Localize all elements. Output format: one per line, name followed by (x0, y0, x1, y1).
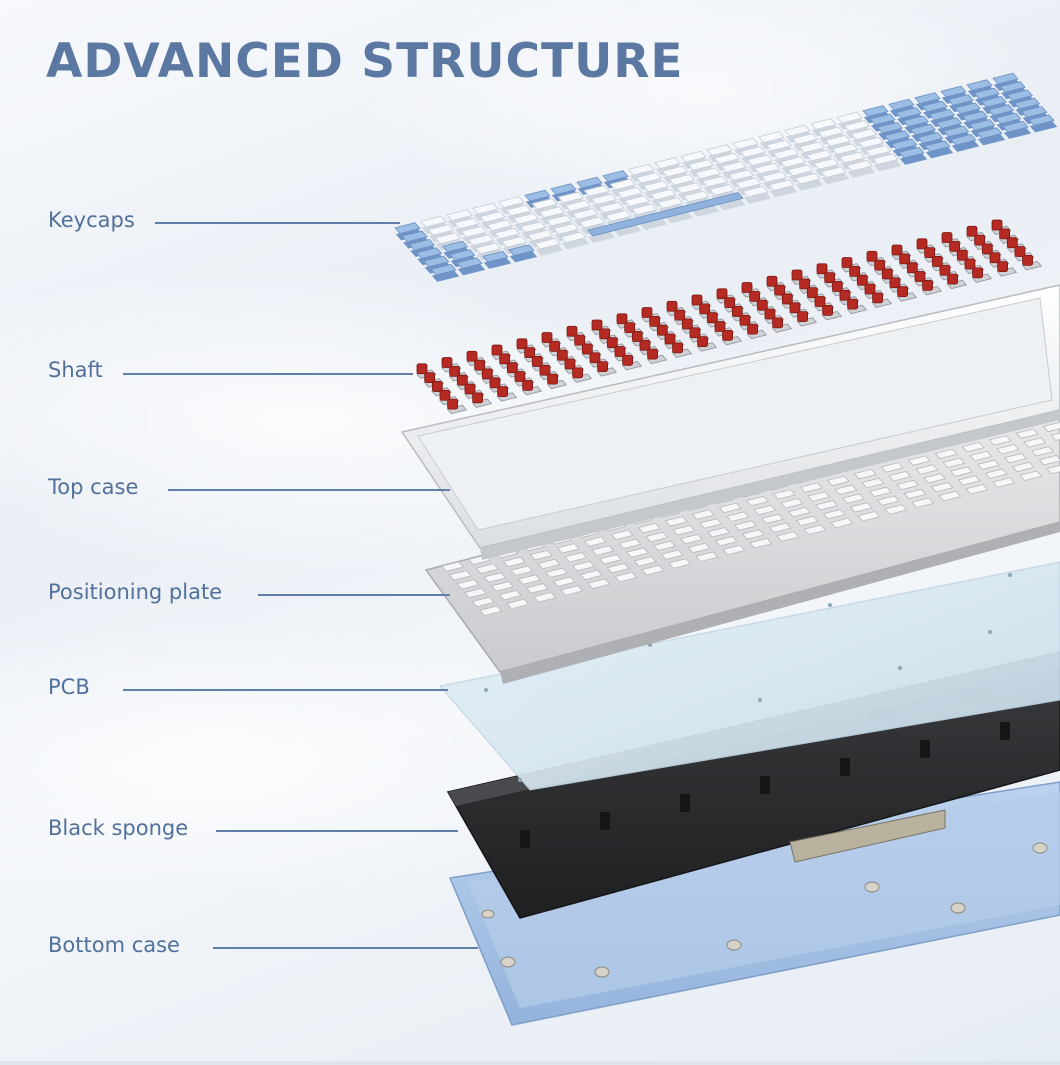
leader-black-sponge (216, 830, 458, 832)
bottom-strip (0, 1061, 1060, 1065)
leader-keycaps (155, 222, 400, 224)
keycaps-layer (394, 72, 1058, 282)
label-pcb: PCB (48, 675, 90, 699)
leader-top-case (168, 489, 450, 491)
top-case-layer (400, 284, 1060, 560)
bottom-case-layer (448, 781, 1060, 1026)
leader-pcb (123, 689, 448, 691)
label-positioning-plate: Positioning plate (48, 580, 223, 604)
label-black-sponge: Black sponge (48, 816, 189, 840)
label-bottom-case: Bottom case (48, 933, 180, 957)
label-keycaps: Keycaps (48, 208, 135, 232)
leader-shaft (123, 373, 413, 375)
positioning-plate-layer (424, 404, 1060, 684)
pcb-layer (439, 561, 1060, 791)
leader-bottom-case (213, 947, 478, 949)
shaft-layer (415, 219, 1043, 415)
page-title: ADVANCED STRUCTURE (46, 34, 684, 89)
label-top-case: Top case (48, 475, 139, 499)
leader-positioning-plate (258, 594, 450, 596)
label-shaft: Shaft (48, 358, 103, 382)
